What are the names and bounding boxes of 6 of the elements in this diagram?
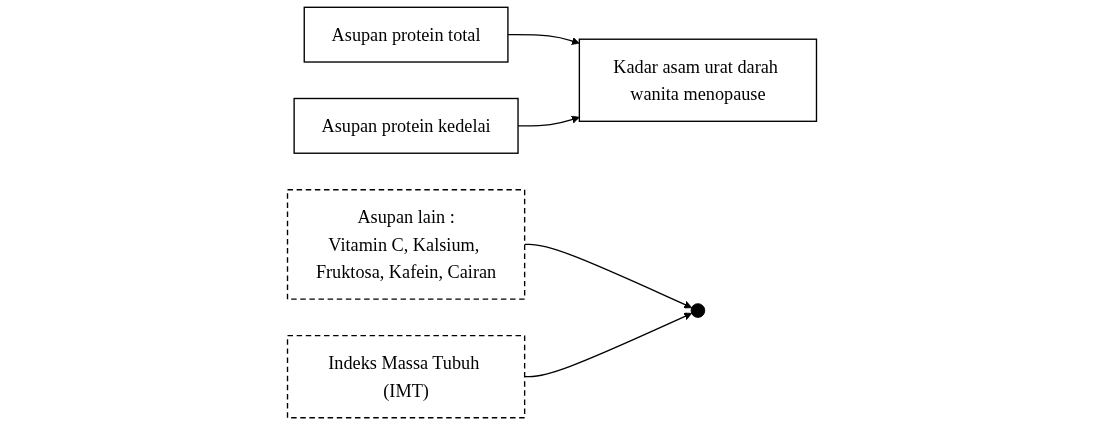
node-box: Asupan protein kedelai bbox=[293, 97, 519, 154]
node-box: Asupan lain : Vitamin C, Kalsium, Fruktosa, Kafein, Cairan bbox=[286, 189, 526, 300]
node-box: Indeks Massa Tubuh (IMT) bbox=[286, 334, 526, 419]
node-box: Kadar asam urat darah wanita menopause bbox=[578, 38, 818, 122]
arrow bbox=[507, 33, 580, 45]
node-box: Asupan protein total bbox=[303, 6, 509, 63]
